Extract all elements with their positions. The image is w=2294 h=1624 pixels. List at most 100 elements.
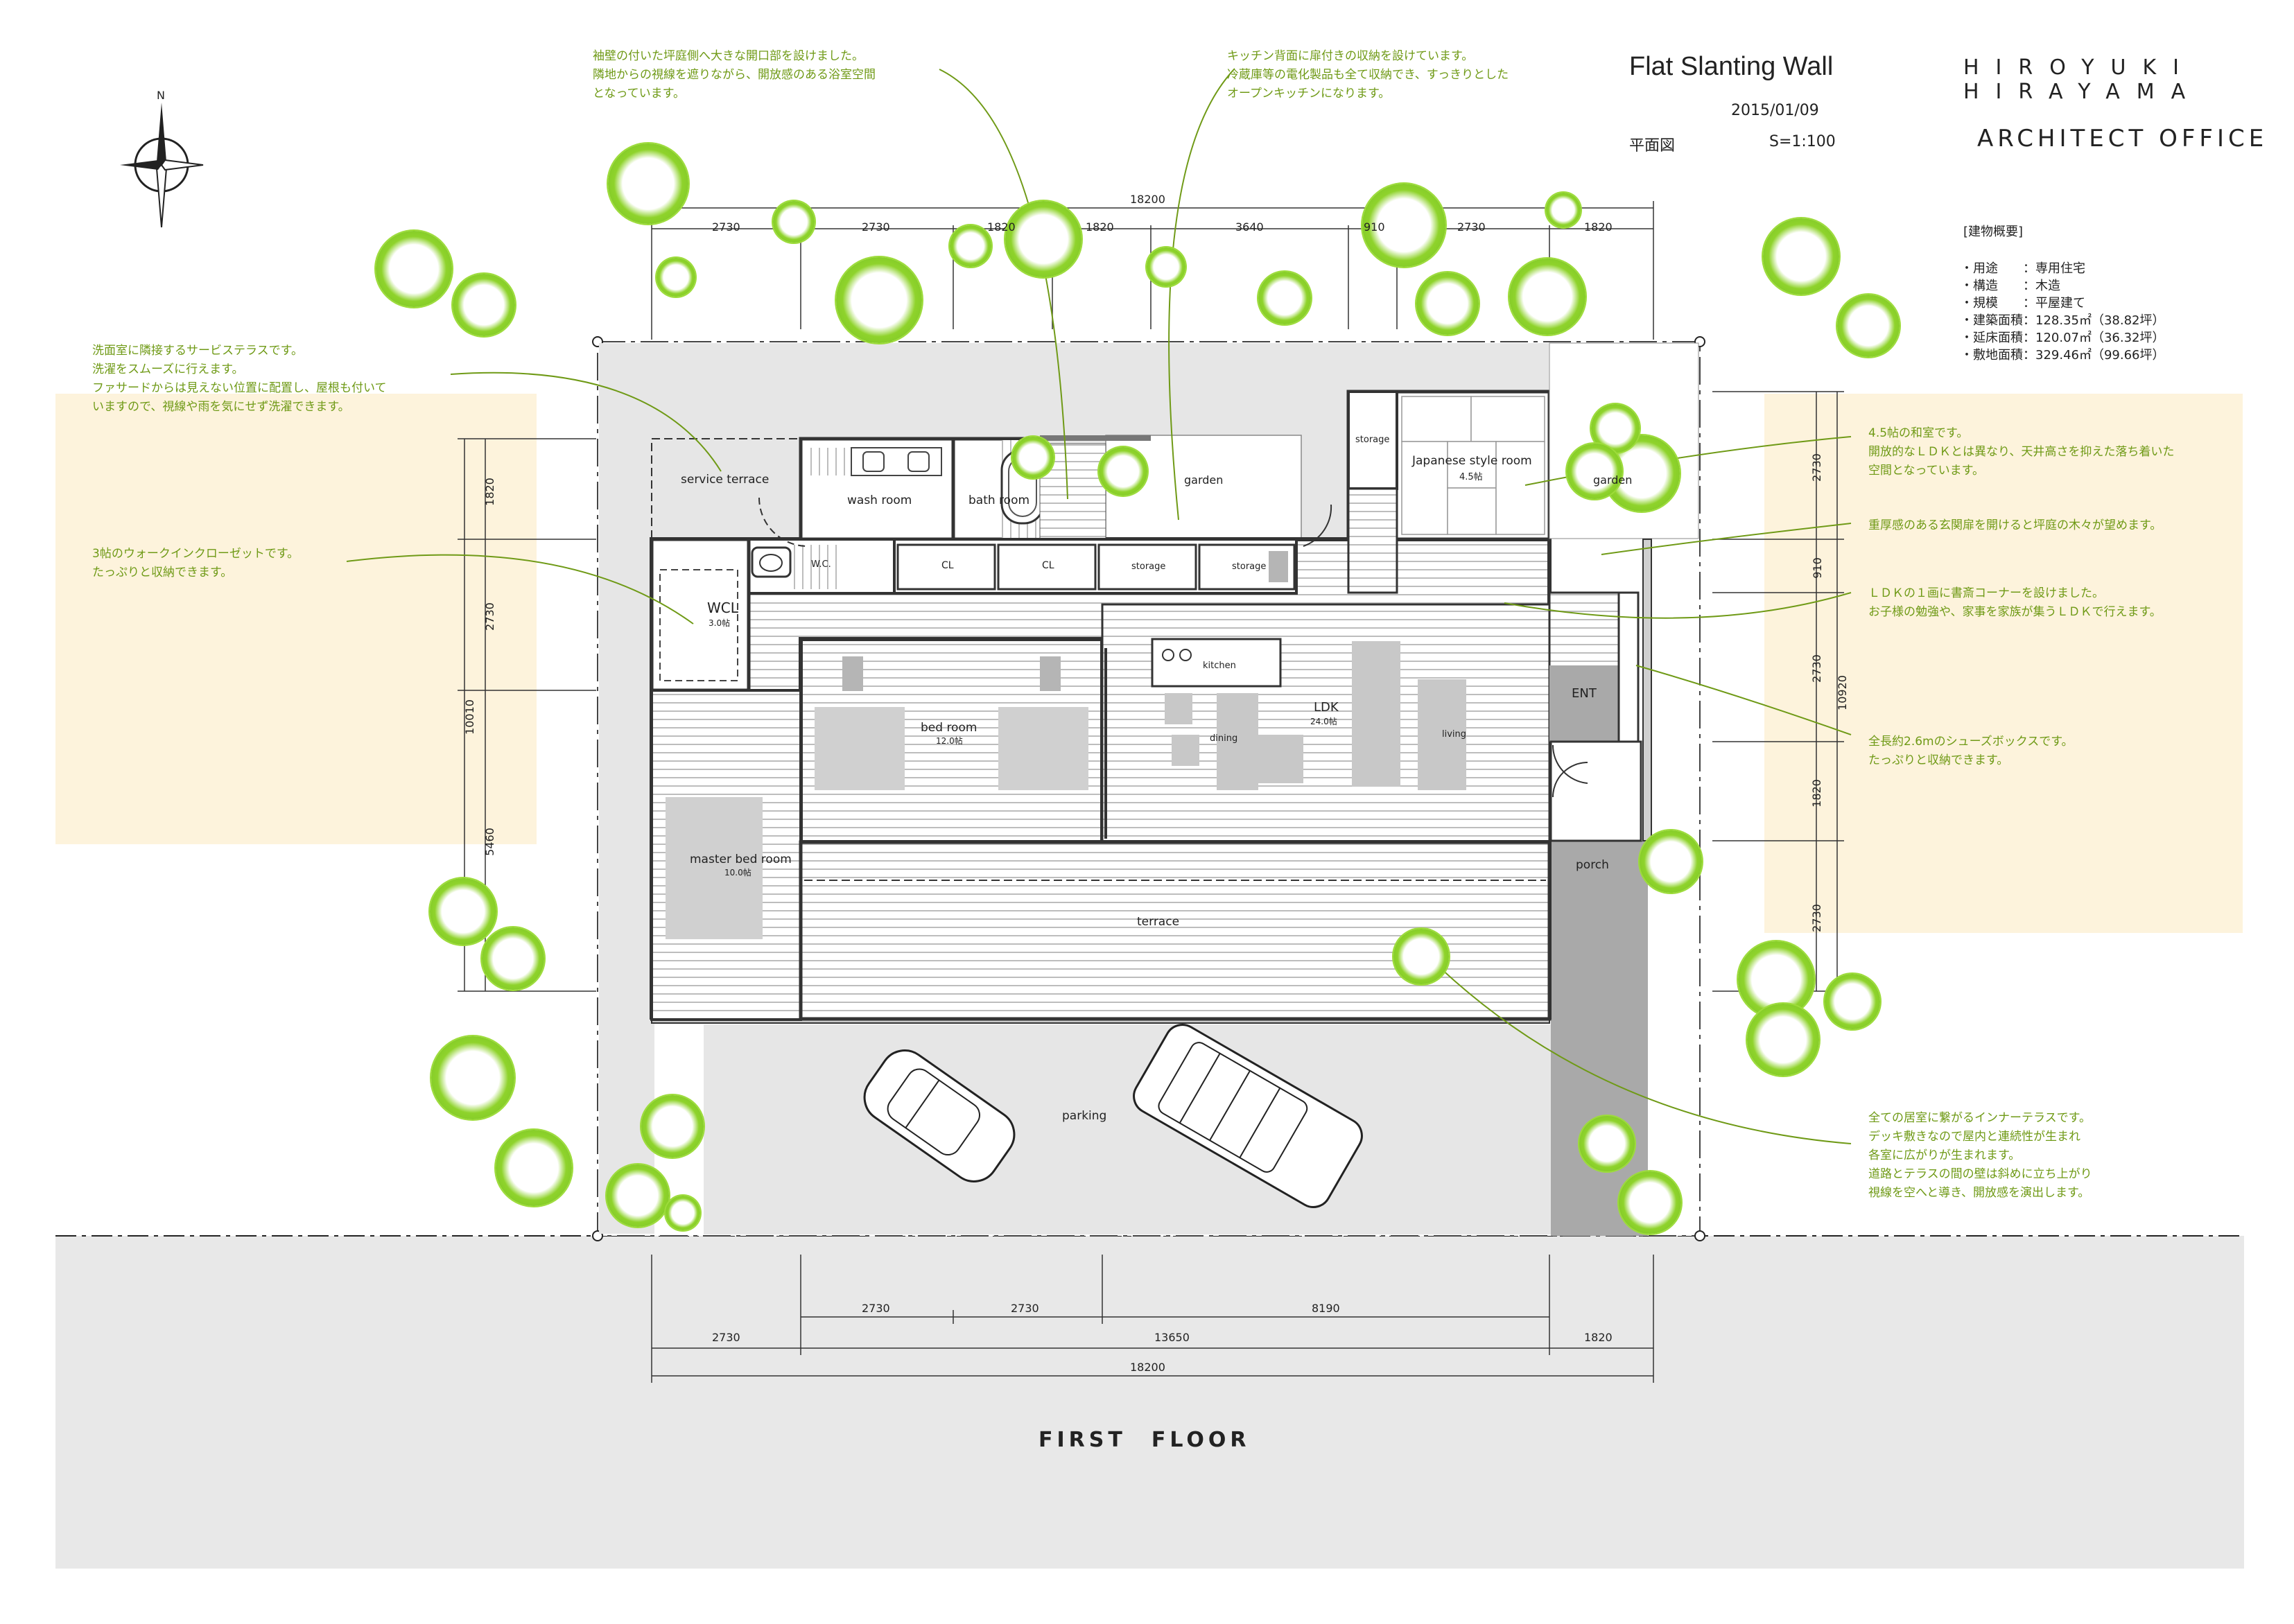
room-label-garden-right: garden — [1593, 473, 1633, 487]
room-size-ldk: 24.0帖 — [1310, 717, 1337, 726]
dimension-left-segment: 1820 — [483, 478, 496, 506]
room-label-wash-room: wash room — [847, 494, 912, 507]
room-label-garden-left: garden — [1184, 473, 1224, 487]
annotation-terrace: 全ての居室に繋がるインナーテラスです。 デッキ敷きなので屋内と連続性が生まれ 各… — [1868, 1111, 2092, 1200]
firm-name-line1: HIROYUKI — [1963, 55, 2196, 80]
tree-icon — [607, 1164, 669, 1227]
tree-icon — [482, 927, 544, 990]
drawing-date: 2015/01/09 — [1731, 102, 1819, 119]
drawing-scale: S=1:100 — [1769, 133, 1836, 150]
room-size-bed: 12.0帖 — [936, 736, 963, 746]
dimension-top-overall: 18200 — [1130, 193, 1165, 206]
summary-row: ・用途 ：専用住宅 — [1961, 261, 2085, 276]
firm-name-line3: ARCHITECT OFFICE — [1977, 125, 2268, 152]
tree-icon — [1099, 447, 1147, 496]
room-label-wc: W.C. — [811, 559, 831, 570]
room-label-storage-1: storage — [1131, 561, 1166, 572]
tree-icon — [1393, 929, 1449, 984]
tree-icon — [1012, 437, 1054, 478]
room-label-cl-1: CL — [941, 560, 954, 571]
parking-area — [704, 1024, 1551, 1234]
summary-row: ・構造 ：木造 — [1961, 279, 2060, 293]
tree-icon — [1147, 247, 1185, 286]
room-size-japanese: 4.5帖 — [1459, 472, 1483, 482]
dimension-top-segment: 2730 — [862, 220, 890, 234]
room-size-master: 10.0帖 — [724, 868, 751, 878]
tree-icon — [431, 1036, 514, 1119]
room-label-service-terrace: service terrace — [681, 473, 770, 487]
dimension-top-segment: 1820 — [1086, 220, 1114, 234]
dimension-right-segment: 2730 — [1809, 453, 1823, 482]
dimension-left-segment: 2730 — [483, 602, 496, 631]
dimension-right-total: 10920 — [1835, 675, 1849, 710]
tree-icon — [1640, 830, 1702, 893]
drawing-type: 平面図 — [1629, 137, 1676, 155]
dimension-bottom-row1: 2730 — [1011, 1302, 1039, 1315]
dimension-right-segment: 910 — [1810, 557, 1824, 579]
dimension-top-segment: 1820 — [987, 220, 1016, 234]
room-label-ldk: LDK — [1314, 700, 1339, 715]
highlight-band-right — [1764, 394, 2243, 933]
tree-icon — [1567, 444, 1622, 499]
dimension-bottom-row2: 1820 — [1584, 1331, 1613, 1344]
room-label-living: living — [1442, 729, 1467, 740]
room-label-bed-room: bed room — [921, 721, 977, 735]
tree-icon — [1825, 974, 1880, 1029]
dimension-bottom-row2: 13650 — [1154, 1331, 1190, 1344]
summary-row: ・建築面積：128.35㎡（38.82坪） — [1961, 313, 2165, 328]
tree-icon — [453, 274, 515, 336]
annotation-service-terrace: 洗面室に隣接するサービステラスです。 洗濯をスムーズに行えます。 ファサードから… — [92, 344, 387, 414]
summary-row: ・敷地面積：329.46㎡（99.66坪） — [1961, 348, 2165, 363]
north-arrow-icon — [116, 89, 207, 228]
tree-icon — [1362, 184, 1445, 267]
annotation-kitchen: キッチン背面に扉付きの収納を設けています。 冷蔵庫等の電化製品も全て収納でき、す… — [1227, 49, 1509, 101]
summary-row: ・規模 ：平屋建て — [1961, 296, 2085, 311]
room-label-dining: dining — [1210, 733, 1238, 744]
tree-icon — [666, 1196, 700, 1230]
tree-icon — [657, 258, 695, 297]
tree-icon — [376, 231, 452, 307]
tree-icon — [608, 143, 688, 224]
dimension-bottom-row1: 8190 — [1312, 1302, 1340, 1315]
room-label-wcl: WCL — [707, 600, 738, 616]
dimension-top-segment: 2730 — [1457, 220, 1486, 234]
room-label-japanese-room: Japanese style room — [1412, 454, 1532, 468]
dimension-top-segment: 1820 — [1584, 220, 1613, 234]
room-label-master-bed: master bed room — [690, 853, 792, 866]
summary-heading: [建物概要] — [1963, 225, 2024, 239]
room-label-parking: parking — [1062, 1109, 1107, 1123]
room-label-porch: porch — [1576, 858, 1609, 872]
tree-icon — [836, 257, 922, 343]
tree-icon — [1619, 1171, 1681, 1234]
annotation-entrance: 重厚感のある玄関扉を開けると坪庭の木々が望めます。 — [1868, 518, 2162, 532]
dimension-top-segment: 910 — [1364, 220, 1385, 234]
tree-icon — [1546, 193, 1581, 227]
dimension-bottom-row1: 2730 — [862, 1302, 890, 1315]
tree-icon — [950, 225, 991, 267]
annotation-wcl: 3帖のウォークインクローゼットです。 たっぷりと収納できます。 — [92, 547, 299, 579]
tree-icon — [496, 1130, 572, 1206]
room-label-storage-2: storage — [1232, 561, 1267, 572]
tree-icon — [1258, 272, 1311, 324]
dimension-top-segment: 2730 — [712, 220, 740, 234]
tree-icon — [773, 201, 815, 243]
dimension-left-segment: 5460 — [483, 828, 496, 856]
floor-title: FIRST FLOOR — [1039, 1428, 1251, 1452]
tree-icon — [1747, 1004, 1819, 1076]
dimension-top-segment: 3640 — [1235, 220, 1264, 234]
annotation-japanese-room: 4.5帖の和室です。 開放的なＬＤＫとは異なり、天井高さを抑えた落ち着いた 空間… — [1868, 426, 2175, 478]
room-label-storage-top: storage — [1355, 435, 1390, 445]
tree-icon — [1579, 1116, 1635, 1171]
annotation-shoebox: 全長約2.6mのシューズボックスです。 たっぷりと収納できます。 — [1868, 735, 2074, 767]
north-label: N — [157, 89, 165, 102]
room-label-kitchen: kitchen — [1203, 661, 1236, 671]
dimension-lines — [458, 201, 1844, 1383]
room-label-bath-room: bath room — [968, 494, 1030, 507]
road — [55, 1236, 2244, 1569]
car-small-icon — [863, 1049, 1016, 1182]
summary-row: ・延床面積：120.07㎡（36.32坪） — [1961, 331, 2165, 345]
project-title: Flat Slanting Wall — [1629, 52, 1834, 81]
annotation-bath: 袖壁の付いた坪庭側へ大きな開口部を設けました。 隣地からの視線を遮りながら、開放… — [593, 49, 876, 101]
car-suv-icon — [1133, 1024, 1363, 1208]
